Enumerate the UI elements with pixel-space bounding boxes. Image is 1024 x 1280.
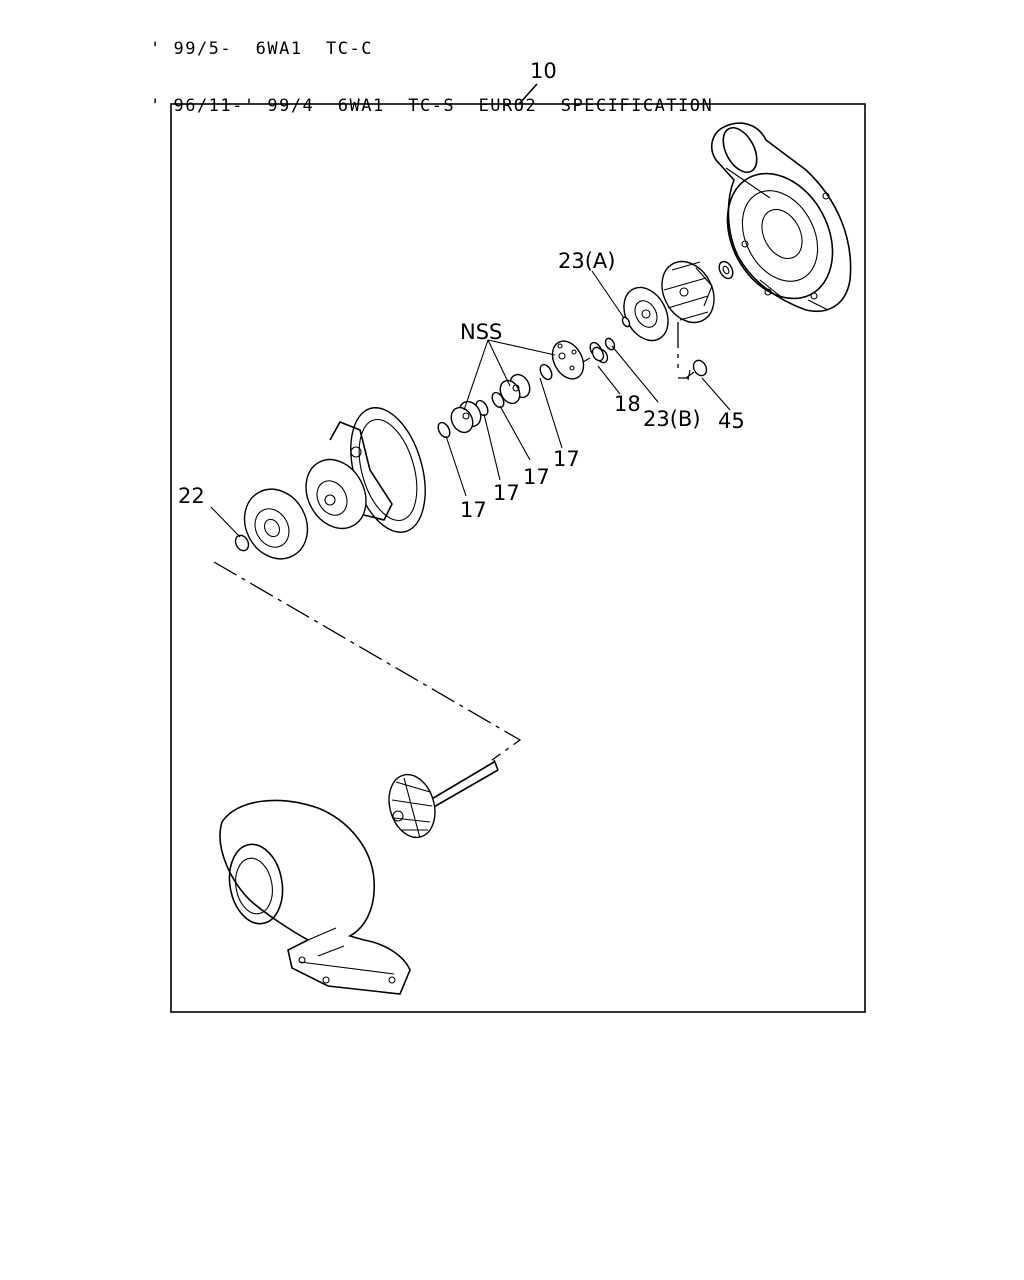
diagram-header: ' 99/5- 6WA1 TC-C ' 96/11-' 99/4 6WA1 TC…: [150, 2, 713, 135]
callout-10: 10: [530, 59, 557, 83]
bearing-sleeve: [499, 373, 531, 405]
lock-nut: [718, 260, 734, 280]
callout-17-c: 17: [523, 465, 550, 489]
alignment-line-shaft: [213, 561, 522, 761]
center-bearing-housing: [305, 407, 426, 533]
thrust-bearing-plate: [551, 340, 585, 380]
turbine-wheel-shaft: [388, 759, 499, 839]
callout-45: 45: [718, 409, 745, 433]
header-applicability-line-2: ' 96/11-' 99/4 6WA1 TC-S EURO2 SPECIFICA…: [150, 96, 714, 116]
header-applicability-line-1: ' 99/5- 6WA1 TC-C: [150, 39, 373, 59]
ring-17-d: [437, 421, 451, 439]
compressor-housing: [710, 122, 852, 312]
callout-17-b: 17: [493, 481, 520, 505]
callout-17-d: 17: [553, 447, 580, 471]
screw-18: [582, 346, 605, 363]
diagram-frame: [170, 103, 866, 1013]
callout-23a: 23(A): [558, 249, 615, 273]
callout-23b: 23(B): [643, 407, 701, 431]
ring-17-b: [491, 391, 505, 409]
ring-17-a: [539, 363, 553, 381]
heat-shield: [243, 488, 309, 560]
turbine-housing: [219, 799, 411, 995]
callout-nss: NSS: [460, 320, 502, 344]
compressor-wheel: [661, 260, 715, 324]
leader-lines: [210, 270, 731, 538]
leader-10: [518, 83, 538, 105]
callout-17-a: 17: [460, 498, 487, 522]
callout-18: 18: [614, 392, 641, 416]
alignment-line-bolt: [677, 322, 688, 379]
callout-22: 22: [178, 484, 205, 508]
bolt-45: [685, 359, 708, 381]
